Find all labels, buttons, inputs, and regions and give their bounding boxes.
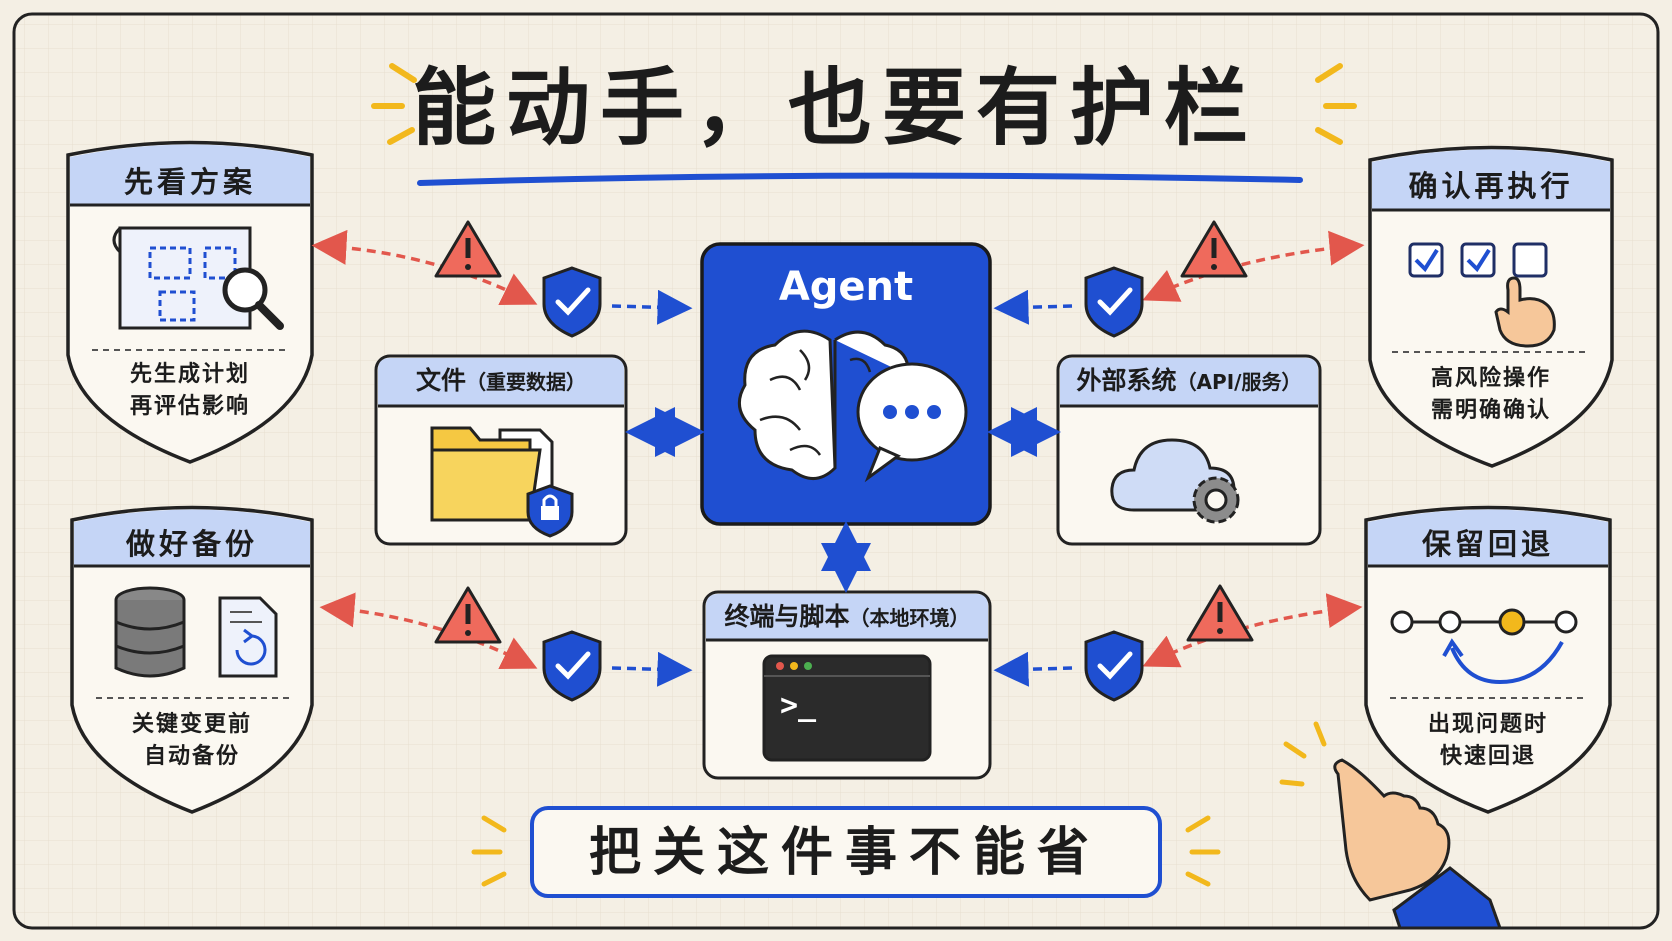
warning-icon — [434, 586, 502, 644]
agent-label: Agent — [778, 264, 914, 310]
blueprint-magnifier-icon — [112, 226, 284, 330]
shield-rollback-line-1: 出现问题时 — [1427, 712, 1548, 737]
shield-confirm-line-2: 需明确确认 — [1430, 398, 1551, 423]
agent-box — [700, 242, 992, 526]
banner-sparks-left — [471, 815, 507, 887]
files-card-title-main: 文件 — [415, 366, 466, 395]
shield-backup-title: 做好备份 — [125, 527, 258, 561]
title-sparks-left — [371, 63, 417, 145]
banner-sparks-right — [1185, 815, 1221, 887]
shield-plan — [66, 140, 314, 464]
files-card-title: 文件（重要数据） — [378, 364, 624, 399]
shield-rollback-title: 保留回退 — [1421, 527, 1554, 561]
shield-confirm-line-1: 高风险操作 — [1430, 366, 1551, 391]
shield-rollback — [1364, 505, 1612, 814]
terminal-window-icon — [762, 654, 932, 762]
shield-plan-line-1: 先生成计划 — [129, 362, 250, 387]
pointing-hand-icon — [1333, 758, 1503, 930]
brain-icon — [737, 329, 910, 480]
warning-icon — [1180, 220, 1248, 278]
shield-confirm — [1368, 145, 1614, 468]
terminal-card-title: 终端与脚本（本地环境） — [706, 600, 988, 635]
chat-bubble-icon — [856, 362, 968, 483]
title-sparks-right — [1315, 63, 1357, 145]
terminal-card-title-sub: （本地环境） — [849, 606, 970, 630]
shield-check-icon — [542, 630, 602, 702]
folder-lock-icon — [430, 426, 574, 538]
shield-plan-title: 先看方案 — [123, 165, 256, 199]
shield-rollback-line-2: 快速回退 — [1439, 744, 1536, 769]
cloud-gear-icon — [1110, 438, 1240, 524]
flow-top-left — [311, 229, 693, 325]
page-title: 能动手，也要有护栏 — [411, 59, 1258, 157]
shield-backup-line-2: 自动备份 — [143, 744, 240, 769]
external-card-title: 外部系统（API/服务） — [1060, 364, 1318, 399]
shield-plan-line-2: 再评估影响 — [129, 394, 250, 419]
shield-check-icon — [1084, 630, 1144, 702]
warning-icon — [1186, 584, 1254, 642]
files-card — [374, 354, 628, 546]
warning-icon — [434, 220, 502, 278]
terminal-card-title-main: 终端与脚本 — [724, 602, 850, 631]
files-card-title-sub: （重要数据） — [466, 370, 586, 394]
terminal-prompt: >_ — [780, 688, 817, 723]
timeline-rollback-icon — [1390, 608, 1578, 685]
shield-check-icon — [1084, 266, 1144, 338]
external-card-title-sub: （API/服务） — [1176, 370, 1302, 394]
external-card-title-main: 外部系统 — [1076, 366, 1177, 395]
shield-confirm-title: 确认再执行 — [1408, 169, 1574, 203]
flow-top-right — [993, 230, 1365, 325]
terminal-card — [702, 590, 992, 780]
shield-check-icon — [542, 266, 602, 338]
external-system-card — [1056, 354, 1322, 546]
shield-backup — [70, 505, 314, 814]
bottom-banner — [530, 806, 1162, 898]
flow-bottom-left — [319, 592, 693, 687]
shield-backup-line-1: 关键变更前 — [131, 712, 252, 737]
checkbox-click-icon — [1408, 242, 1556, 348]
bottom-banner-text: 把关这件事不能省 — [588, 823, 1101, 883]
hand-sparks — [1279, 721, 1327, 787]
database-backup-icon — [114, 586, 278, 678]
title-underline — [417, 172, 1303, 186]
